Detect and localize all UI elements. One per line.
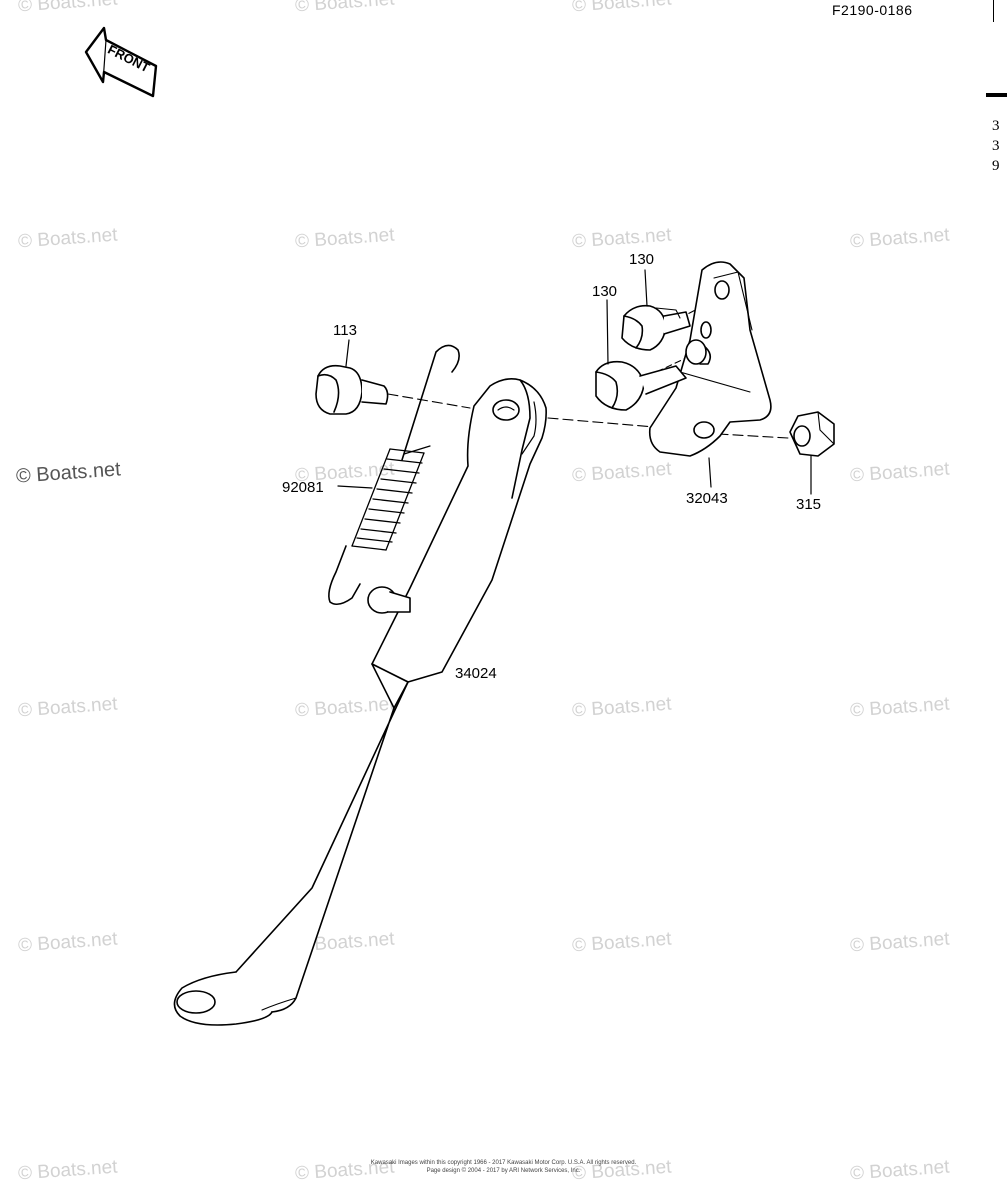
part-number-nut[interactable]: 315 — [796, 496, 822, 513]
part-number-bolt-upper[interactable]: 130 — [629, 251, 655, 268]
figure-code: F2190-0186 — [832, 2, 913, 18]
leader-line — [345, 339, 350, 367]
leader-line — [708, 457, 712, 488]
center-line — [547, 417, 691, 431]
edge-bar — [986, 93, 1007, 97]
front-arrow-icon: FRONT — [84, 26, 158, 98]
part-number-side-stand[interactable]: 34024 — [455, 665, 497, 682]
part-number-bracket[interactable]: 32043 — [686, 490, 728, 507]
part-number-spring[interactable]: 92081 — [282, 479, 324, 496]
copyright-line: Page design © 2004 - 2017 by ARI Network… — [426, 1168, 581, 1174]
part-number-bolt-lower[interactable]: 130 — [592, 283, 618, 300]
leader-line — [337, 485, 373, 489]
bracket-drawing — [648, 261, 772, 457]
edge-text: 3 — [992, 118, 1000, 134]
nut-drawing — [789, 411, 835, 457]
leader-line — [606, 299, 609, 365]
center-line — [717, 433, 789, 439]
center-line — [387, 393, 471, 409]
bolt-drawing — [621, 304, 691, 351]
pivot-bolt-drawing — [315, 364, 389, 415]
edge-text: 9 — [992, 158, 1000, 174]
copyright-line: Kawasaki Images within this copyright 19… — [370, 1160, 637, 1166]
spring-drawing — [328, 344, 460, 606]
edge-tick — [993, 0, 994, 22]
edge-text: 3 — [992, 138, 1000, 154]
part-number-pivot-bolt[interactable]: 113 — [333, 322, 357, 339]
side-stand-drawing — [173, 378, 547, 1026]
leader-line — [644, 269, 648, 307]
bolt-drawing — [595, 339, 707, 411]
center-line — [647, 357, 687, 377]
